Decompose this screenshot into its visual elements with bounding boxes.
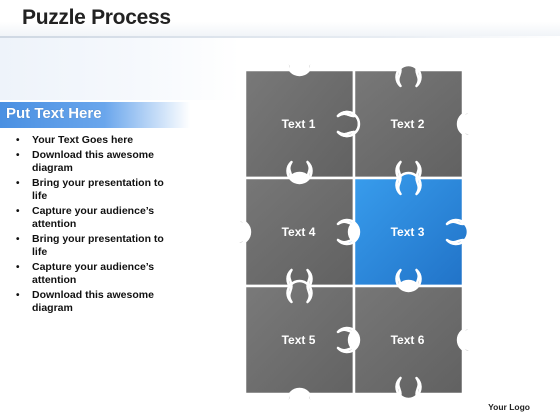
puzzle-piece-label: Text 5 <box>282 333 316 347</box>
bullet-item: • Your Text Goes here <box>14 134 174 147</box>
bullet-text: Capture your audience’s attention <box>32 205 155 230</box>
bullet-item: • Capture your audience’s attention <box>14 261 174 287</box>
bullet-text: Capture your audience’s attention <box>32 261 155 286</box>
puzzle-piece-label: Text 1 <box>282 117 316 131</box>
logo-text: Your Logo <box>488 402 530 412</box>
sidebar-heading-bar <box>0 102 190 128</box>
bullet-item: • Bring your presentation to life <box>14 233 174 259</box>
bullet-icon: • <box>16 150 20 161</box>
bullet-icon: • <box>16 262 20 273</box>
puzzle-piece-label: Text 4 <box>282 225 316 239</box>
puzzle-piece <box>336 268 481 401</box>
bullet-list: • Your Text Goes here • Download this awes… <box>14 134 174 317</box>
bullet-item: • Capture your audience’s attention <box>14 205 174 231</box>
page-title: Puzzle Process <box>22 6 171 29</box>
bullet-text: Download this awesome diagram <box>32 149 154 174</box>
bullet-item: • Download this awesome diagram <box>14 289 174 315</box>
bullet-item: • Download this awesome diagram <box>14 149 174 175</box>
bullet-item: • Bring your presentation to life <box>14 177 174 203</box>
bullet-text: Bring your presentation to life <box>32 177 164 202</box>
bullet-icon: • <box>16 178 20 189</box>
bullet-text: Bring your presentation to life <box>32 233 164 258</box>
puzzle-piece-label: Text 2 <box>391 117 425 131</box>
bullet-icon: • <box>16 135 20 146</box>
sidebar-heading: Put Text Here <box>6 105 102 122</box>
bullet-icon: • <box>16 234 20 245</box>
header-band <box>0 0 560 36</box>
puzzle-piece-label: Text 3 <box>391 225 425 239</box>
sidebar-background <box>0 38 240 100</box>
bullet-text: Your Text Goes here <box>32 134 134 146</box>
puzzle-piece <box>243 279 372 412</box>
bullet-icon: • <box>16 290 20 301</box>
bullet-icon: • <box>16 206 20 217</box>
puzzle-piece-label: Text 6 <box>391 333 425 347</box>
bullet-text: Download this awesome diagram <box>32 289 154 314</box>
header-divider <box>0 36 560 38</box>
